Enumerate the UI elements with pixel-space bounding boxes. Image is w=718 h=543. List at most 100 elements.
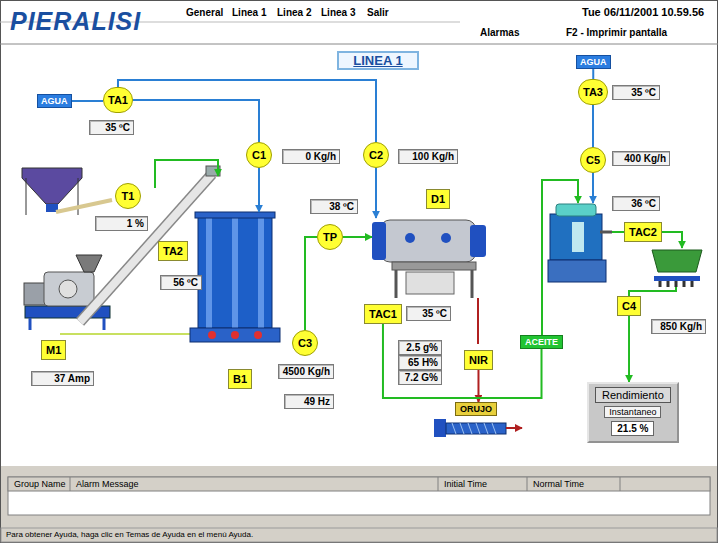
- oil-tag: ACEITE: [520, 335, 563, 349]
- sensor-circle: C5: [580, 147, 606, 173]
- sensor-circle: C1: [246, 142, 272, 168]
- value-display: 400 Kg/h: [612, 151, 670, 166]
- node-text: C2: [369, 149, 383, 161]
- pomace-line: [477, 298, 479, 344]
- node-text: NIR: [469, 354, 488, 366]
- node-text: 2.5 g%: [406, 342, 438, 353]
- equipment-tag: M1: [41, 340, 66, 360]
- alarm-header: [8, 477, 710, 491]
- value-display: 100 Kg/h: [398, 149, 458, 164]
- pipe-connector: [118, 80, 376, 142]
- oil-line: [629, 287, 676, 296]
- node-text: B1: [233, 373, 247, 385]
- pipe-connector: [72, 100, 104, 102]
- node-text: 4500 Kg/h: [283, 366, 330, 377]
- menu-item: Linea 3: [321, 7, 355, 18]
- water-line: [375, 168, 377, 218]
- yield-mode-box: Instantaneo: [604, 406, 661, 418]
- value-display: 7.2 G%: [398, 370, 442, 385]
- value-display: 35 ºC: [89, 120, 134, 135]
- equipment-tag: TA2: [158, 241, 188, 261]
- node-text: C3: [298, 337, 312, 349]
- node-text: 38 ºC: [329, 201, 354, 212]
- equipment-tag: NIR: [464, 350, 493, 370]
- sensor-circle: TP: [317, 224, 343, 250]
- mill: [24, 255, 110, 330]
- value-display: 38 ºC: [310, 199, 358, 214]
- pipe-connector: [133, 100, 259, 142]
- sensor-circle: TA1: [103, 87, 133, 113]
- decanter: [372, 220, 486, 298]
- equipment-tag: TAC1: [364, 304, 402, 324]
- pomace-tag: ORUJO: [455, 402, 497, 416]
- water-tag: AGUA: [576, 55, 611, 69]
- oil-tank: [652, 250, 702, 287]
- equipment-tag: B1: [228, 369, 252, 389]
- equipment-tag: TAC2: [624, 222, 662, 242]
- node-text: 35 ºC: [631, 87, 656, 98]
- sensor-circle: TA3: [578, 79, 608, 105]
- pipe-connector: [628, 316, 630, 382]
- node-text: C1: [252, 149, 266, 161]
- pipe-connector: [592, 69, 594, 79]
- date-time: Tue 06/11/2001 10.59.56: [582, 6, 704, 18]
- node-text: TAC1: [369, 308, 397, 320]
- yield-value: 21.5 %: [611, 421, 654, 436]
- node-text: 35 ºC: [105, 122, 130, 133]
- column-header: Group Name: [14, 479, 66, 489]
- value-display: 49 Hz: [284, 394, 334, 409]
- node-text: 100 Kg/h: [412, 151, 454, 162]
- node-text: TP: [323, 231, 337, 243]
- menu-item: Salir: [367, 7, 389, 18]
- node-text: 65 H%: [408, 357, 438, 368]
- column-header: Initial Time: [444, 479, 487, 489]
- node-text: TA1: [108, 94, 128, 106]
- node-text: T1: [122, 190, 135, 202]
- node-text: AGUA: [580, 57, 607, 67]
- menu-item: General: [186, 7, 223, 18]
- value-display: 0 Kg/h: [282, 149, 340, 164]
- value-display: 37 Amp: [31, 371, 94, 386]
- node-text: TAC2: [629, 226, 657, 238]
- value-display: 4500 Kg/h: [278, 364, 334, 379]
- pomace-conveyor: [434, 419, 522, 437]
- node-text: C5: [586, 154, 600, 166]
- screen-title: LINEA 1: [337, 51, 418, 70]
- node-text: ACEITE: [525, 337, 558, 347]
- node-text: ORUJO: [460, 404, 492, 414]
- node-text: 56 ºC: [173, 277, 198, 288]
- status-text: Para obtener Ayuda, haga clic en Temas d…: [6, 530, 253, 539]
- node-text: 1 %: [127, 218, 144, 229]
- node-text: AGUA: [41, 96, 68, 106]
- node-text: 850 Kg/h: [660, 321, 702, 332]
- node-text: 0 Kg/h: [305, 151, 336, 162]
- menu-item: Linea 1: [232, 7, 266, 18]
- value-display: 65 H%: [398, 355, 442, 370]
- node-text: 35 ºC: [422, 308, 447, 319]
- value-display: 35 ºC: [612, 85, 660, 100]
- node-text: 21.5 %: [617, 423, 648, 434]
- value-display: 2.5 g%: [398, 340, 442, 355]
- alarm-columns: [70, 477, 620, 491]
- menu-item: Linea 2: [277, 7, 311, 18]
- value-display: 1 %: [95, 216, 148, 231]
- menu-item: F2 - Imprimir pantalla: [566, 27, 667, 38]
- column-header: Normal Time: [533, 479, 584, 489]
- paste-line: [60, 333, 200, 335]
- pipe-connector: [383, 324, 542, 398]
- node-text: 36 ºC: [631, 198, 656, 209]
- sensor-circle: C3: [292, 330, 318, 356]
- value-display: 36 ºC: [612, 196, 660, 211]
- separator: [548, 204, 612, 282]
- logo-text: PIERALISI: [10, 7, 141, 36]
- water-line: [258, 168, 260, 212]
- pipe-connector: [592, 105, 594, 147]
- node-text: TA3: [583, 86, 603, 98]
- value-display: 35 ºC: [406, 306, 451, 321]
- node-text: D1: [431, 193, 445, 205]
- pipe-connector: [305, 237, 317, 330]
